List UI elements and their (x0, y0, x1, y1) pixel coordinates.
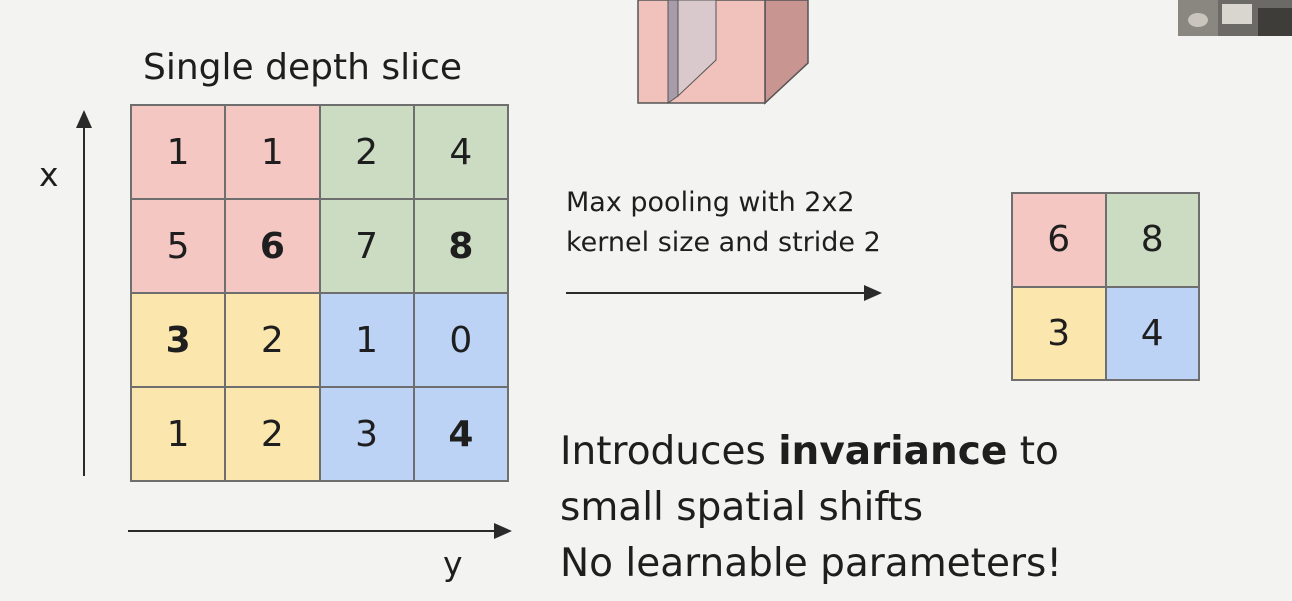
webcam-image (1178, 0, 1292, 36)
input-cell-r3-c3: 4 (413, 387, 508, 481)
summary-line-1: Introduces invariance to (560, 424, 1062, 480)
summary-line-3: No learnable parameters! (560, 541, 1062, 586)
summary-text: Introduces invariance to small spatial s… (560, 424, 1062, 592)
input-cell-r2-c3: 0 (413, 293, 508, 387)
x-axis-label: x (39, 155, 59, 194)
pooling-description: Max pooling with 2x2 kernel size and str… (566, 183, 881, 263)
input-cell-r0-c0: 1 (131, 105, 226, 199)
output-cell-r1-c1: 4 (1105, 286, 1199, 380)
summary-line-1-pre: Introduces (560, 429, 779, 474)
summary-keyword: invariance (778, 429, 1008, 474)
input-cell-r2-c1: 2 (225, 293, 320, 387)
slice-title: Single depth slice (143, 47, 463, 88)
output-cell-r0-c0: 6 (1012, 193, 1106, 287)
input-cell-r3-c2: 3 (319, 387, 414, 481)
webcam-thumbnail (1178, 0, 1292, 36)
pooling-line-2: kernel size and stride 2 (566, 227, 881, 258)
summary-line-1-post: to (1007, 429, 1059, 474)
input-cell-r3-c1: 2 (225, 387, 320, 481)
input-cell-r1-c3: 8 (413, 199, 508, 293)
input-cell-r1-c1: 6 (225, 199, 320, 293)
input-cell-r0-c1: 1 (225, 105, 320, 199)
input-cell-r1-c0: 5 (131, 199, 226, 293)
input-cell-r1-c2: 7 (319, 199, 414, 293)
input-cell-r2-c2: 1 (319, 293, 414, 387)
input-cell-r0-c3: 4 (413, 105, 508, 199)
input-cell-r3-c0: 1 (131, 387, 226, 481)
input-cell-r2-c0: 3 (131, 293, 226, 387)
summary-line-2: small spatial shifts (560, 485, 924, 530)
output-cell-r0-c1: 8 (1105, 193, 1199, 287)
output-cell-r1-c0: 3 (1012, 286, 1106, 380)
y-axis-label: y (443, 544, 463, 583)
pooling-line-1: Max pooling with 2x2 (566, 187, 855, 218)
input-cell-r0-c2: 2 (319, 105, 414, 199)
